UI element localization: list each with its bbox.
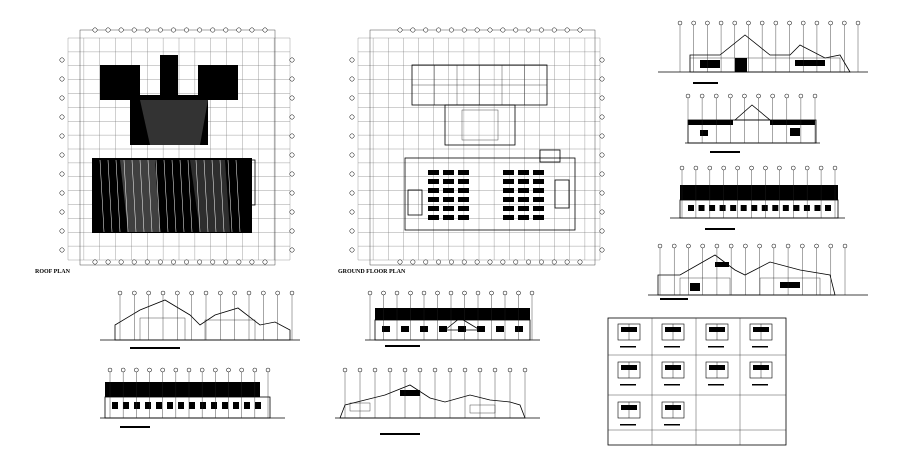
lower-hall-walls — [404, 157, 576, 231]
elevation-bottom-2 — [365, 290, 540, 347]
ground-floor-plan-title: GROUND FLOOR PLAN — [338, 269, 406, 275]
roof-block-lower — [92, 158, 252, 233]
elevation-right-3 — [670, 165, 845, 230]
corridor-block — [444, 104, 516, 146]
roof-block-upper-left — [100, 65, 140, 100]
elevation-right-2 — [685, 93, 820, 153]
elevation-right-1 — [658, 20, 868, 84]
detail-schedule-table — [607, 317, 787, 446]
roof-plan: ROOF PLAN — [35, 27, 295, 275]
elevation-bottom-4 — [335, 367, 540, 435]
elevation-bottom-1 — [100, 290, 300, 349]
roof-plan-title: ROOF PLAN — [35, 269, 71, 275]
elevation-bottom-3 — [100, 367, 285, 428]
elevation-right-4 — [648, 243, 868, 300]
roof-block-upper-right — [198, 65, 238, 100]
ground-floor-plan: GROUND FLOOR PLAN — [338, 27, 605, 275]
